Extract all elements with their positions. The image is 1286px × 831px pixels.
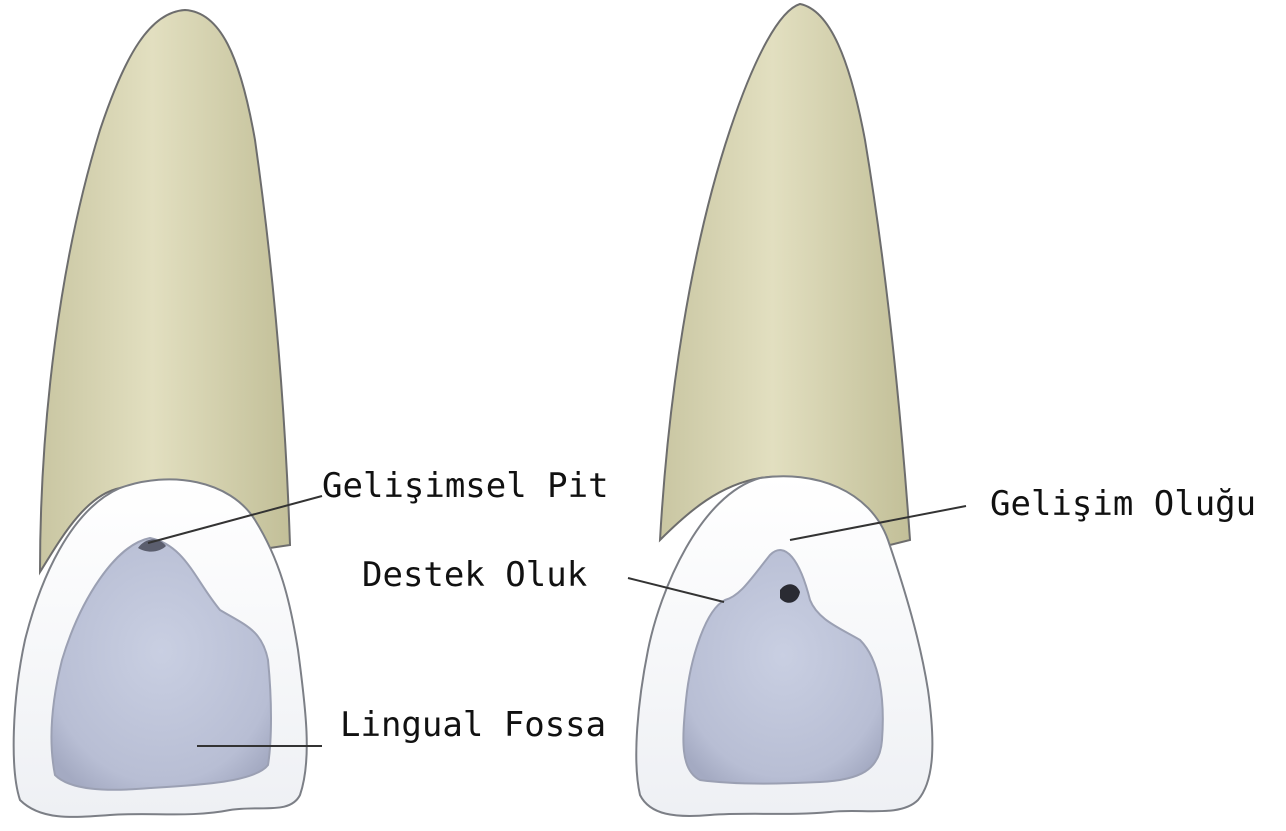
left-tooth	[14, 10, 307, 817]
label-gelisim-olugu: Gelişim Oluğu	[990, 487, 1256, 521]
label-lingual-fossa: Lingual Fossa	[340, 708, 606, 742]
label-gelisimsel-pit: Gelişimsel Pit	[322, 469, 609, 503]
label-destek-oluk: Destek Oluk	[362, 558, 587, 592]
right-tooth	[636, 4, 932, 816]
right-tooth-root	[660, 4, 910, 545]
